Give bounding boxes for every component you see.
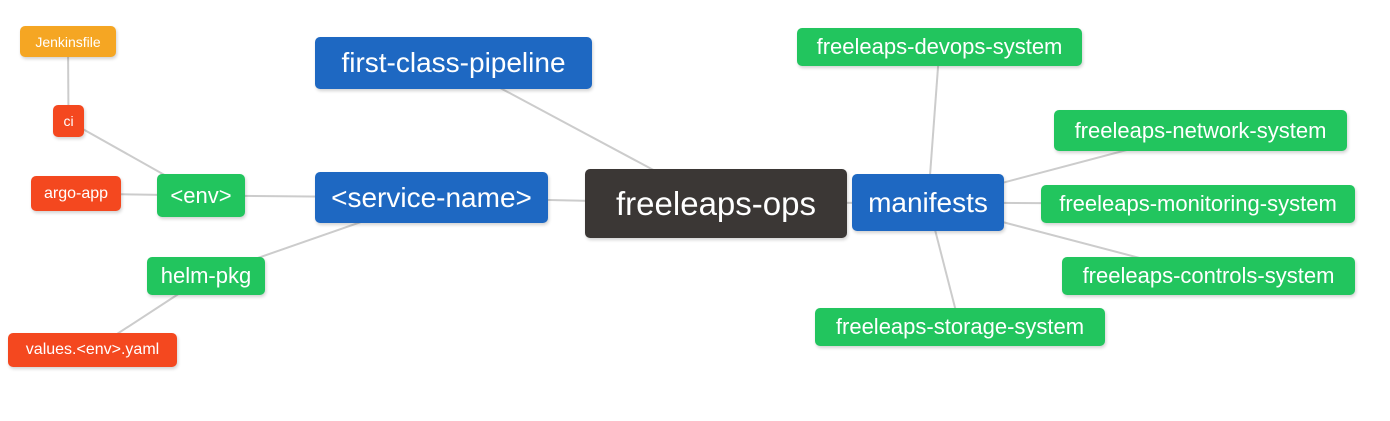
node-monitoring-system[interactable]: freeleaps-monitoring-system — [1041, 185, 1355, 223]
node-freeleaps-ops[interactable]: freeleaps-ops — [585, 169, 847, 238]
node-jenkinsfile[interactable]: Jenkinsfile — [20, 26, 116, 57]
node-network-system[interactable]: freeleaps-network-system — [1054, 110, 1347, 151]
node-argo-app[interactable]: argo-app — [31, 176, 121, 211]
node-ci[interactable]: ci — [53, 105, 84, 137]
node-controls-system[interactable]: freeleaps-controls-system — [1062, 257, 1355, 295]
node-service-name[interactable]: <service-name> — [315, 172, 548, 223]
node-env[interactable]: <env> — [157, 174, 245, 217]
node-helm-pkg[interactable]: helm-pkg — [147, 257, 265, 295]
node-first-class-pipeline[interactable]: first-class-pipeline — [315, 37, 592, 89]
node-values-env-yaml[interactable]: values.<env>.yaml — [8, 333, 177, 367]
node-storage-system[interactable]: freeleaps-storage-system — [815, 308, 1105, 346]
node-devops-system[interactable]: freeleaps-devops-system — [797, 28, 1082, 66]
node-manifests[interactable]: manifests — [852, 174, 1004, 231]
